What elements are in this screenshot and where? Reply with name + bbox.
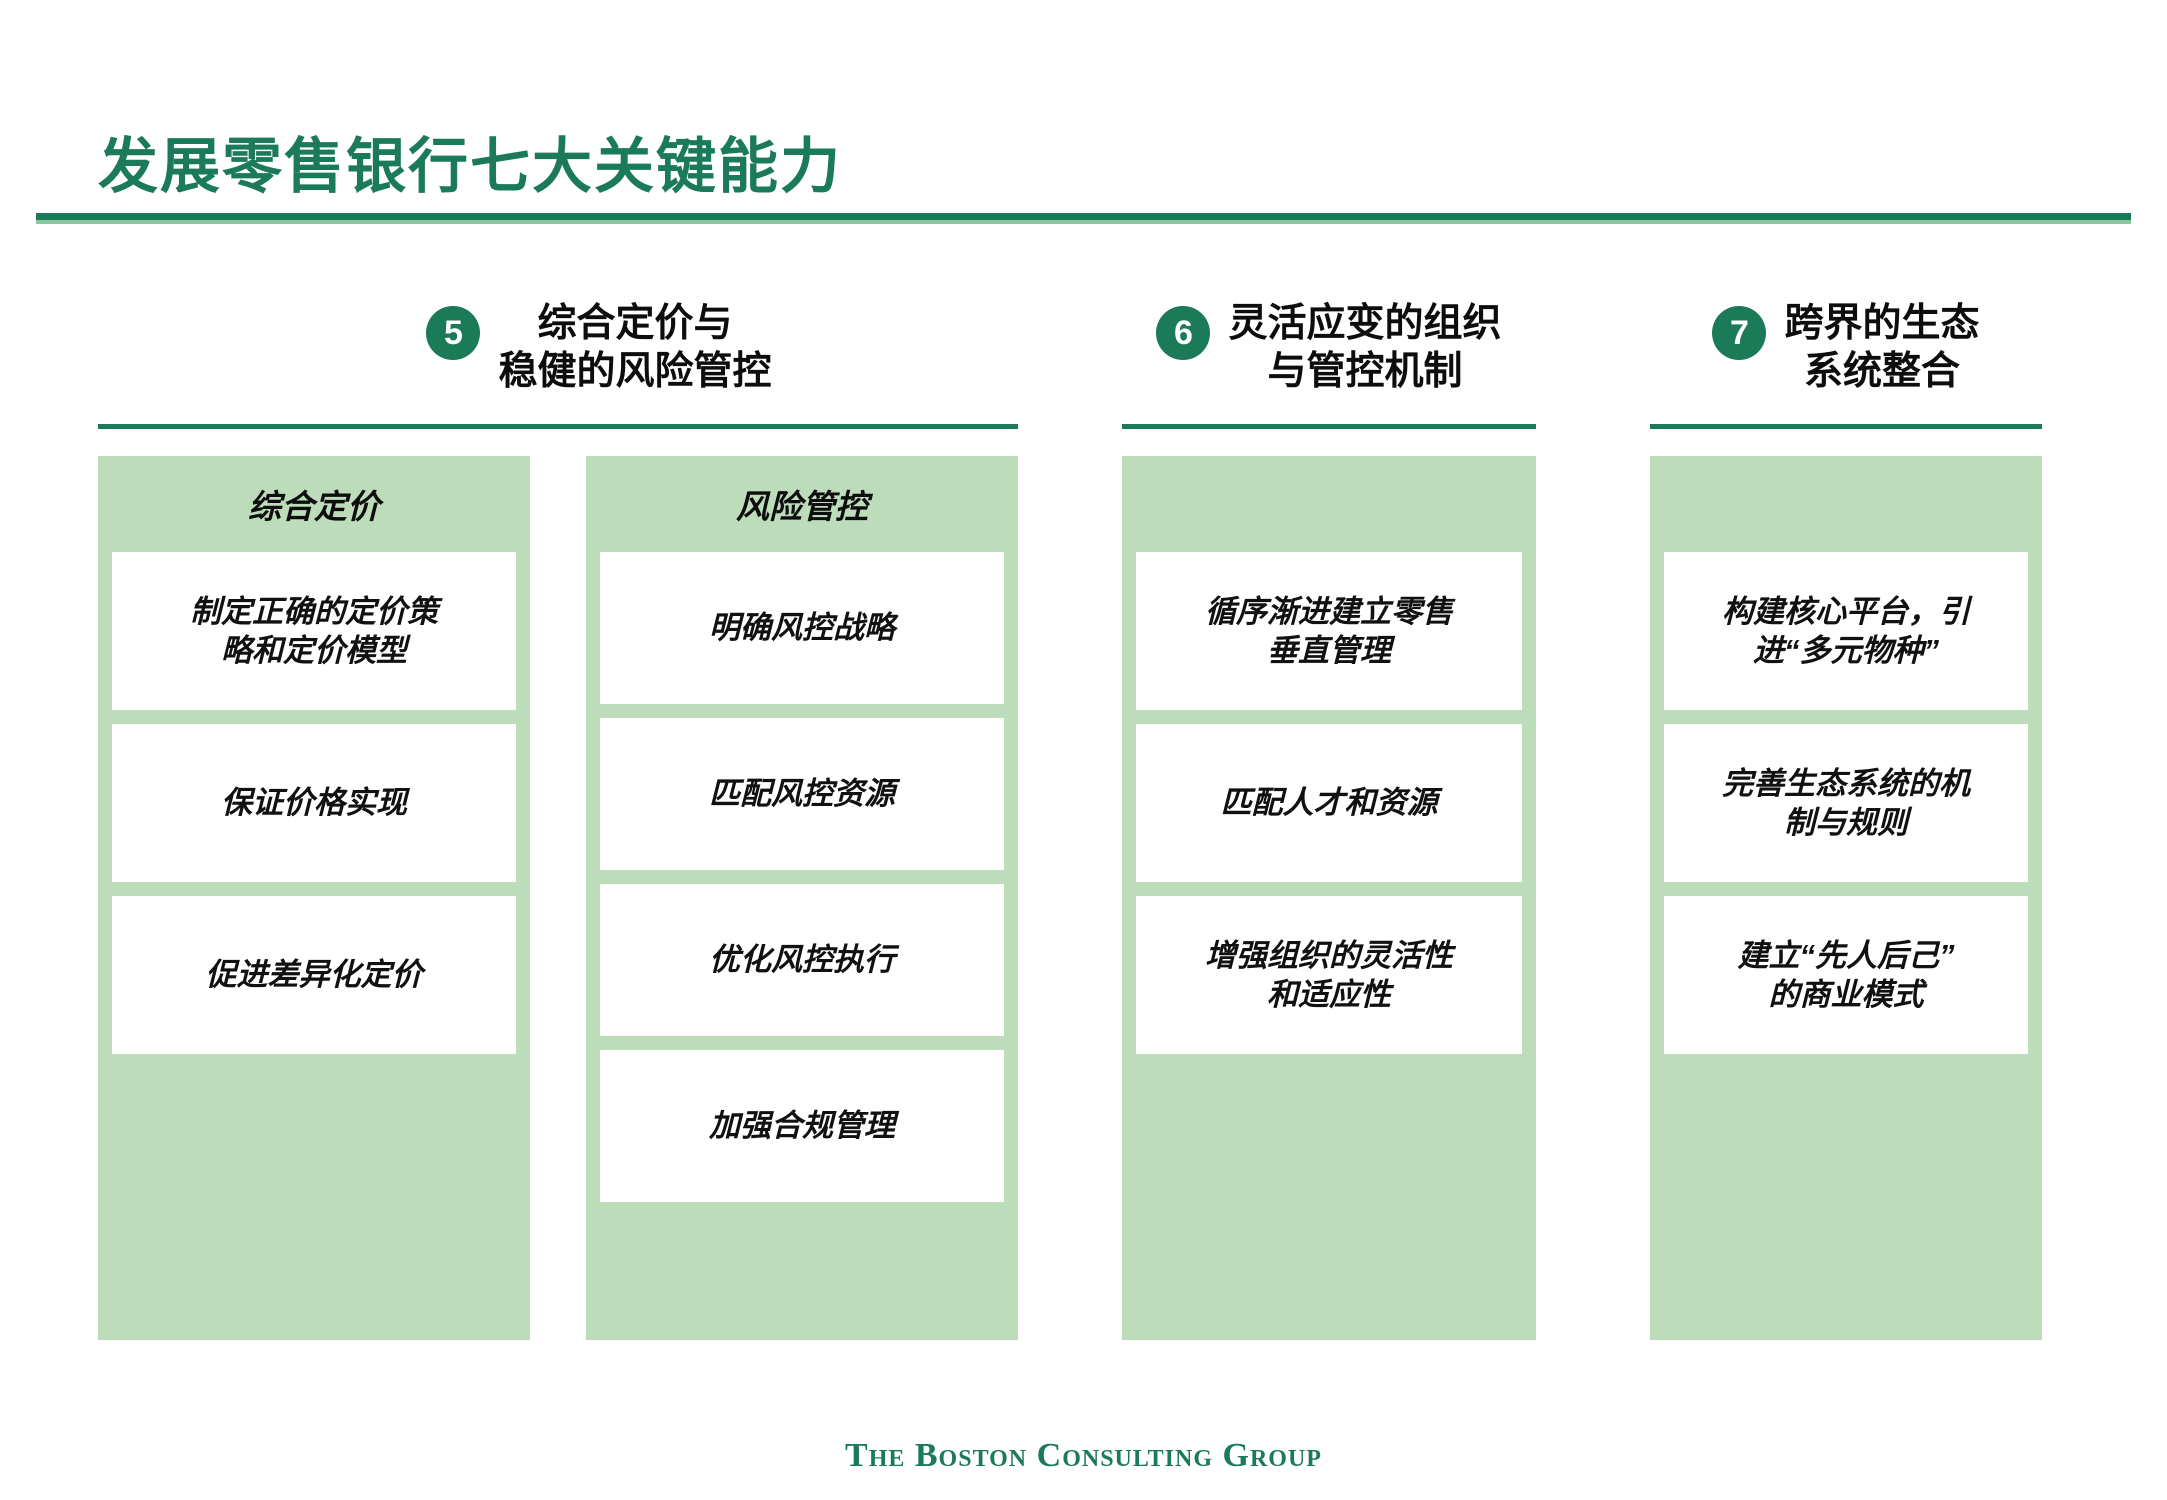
panel-comprehensive-pricing: 综合定价 制定正确的定价策 略和定价模型 保证价格实现 促进差异化定价 [98,456,530,1340]
panel-title-ecosystem-integration [1650,456,2042,552]
column-6-header: 6 灵活应变的组织 与管控机制 [1122,300,1536,410]
column-6: 6 灵活应变的组织 与管控机制 循序渐进建立零售 垂直管理 匹配人才和资源 增强… [1122,300,1536,1340]
list-item[interactable]: 明确风控战略 [600,552,1004,704]
list-item[interactable]: 加强合规管理 [600,1050,1004,1202]
column-6-panels: 循序渐进建立零售 垂直管理 匹配人才和资源 增强组织的灵活性 和适应性 [1122,456,1536,1340]
list-item[interactable]: 匹配人才和资源 [1136,724,1522,882]
title-divider [36,213,2131,220]
list-item[interactable]: 完善生态系统的机 制与规则 [1664,724,2028,882]
panel-title-risk-management: 风险管控 [736,488,868,525]
list-item[interactable]: 保证价格实现 [112,724,516,882]
title-divider-soft [36,220,2131,224]
column-5-panels: 综合定价 制定正确的定价策 略和定价模型 保证价格实现 促进差异化定价 风险管控… [98,456,1100,1340]
card-list-ecosystem-integration: 构建核心平台，引 进“多元物种” 完善生态系统的机 制与规则 建立“先人后己” … [1650,552,2042,1054]
list-item[interactable]: 制定正确的定价策 略和定价模型 [112,552,516,710]
column-5-heading: 综合定价与 稳健的风险管控 [498,302,772,393]
column-5-header: 5 综合定价与 稳健的风险管控 [98,300,1100,410]
column-5-number-badge: 5 [426,306,481,360]
column-7-header: 7 跨界的生态 系统整合 [1650,300,2042,410]
panel-risk-management: 风险管控 明确风控战略 匹配风控资源 优化风控执行 加强合规管理 [586,456,1018,1340]
column-7-panels: 构建核心平台，引 进“多元物种” 完善生态系统的机 制与规则 建立“先人后己” … [1650,456,2042,1340]
bcg-logo: The Boston Consulting Group [845,1437,1322,1474]
column-5: 5 综合定价与 稳健的风险管控 综合定价 制定正确的定价策 略和定价模型 保证价… [98,300,1100,1340]
column-6-number-badge: 6 [1156,306,1211,360]
list-item[interactable]: 增强组织的灵活性 和适应性 [1136,896,1522,1054]
panel-title-comprehensive-pricing: 综合定价 [248,488,380,525]
list-item[interactable]: 建立“先人后己” 的商业模式 [1664,896,2028,1054]
card-list-agile-organization: 循序渐进建立零售 垂直管理 匹配人才和资源 增强组织的灵活性 和适应性 [1122,552,1536,1054]
card-list-comprehensive-pricing: 制定正确的定价策 略和定价模型 保证价格实现 促进差异化定价 [98,552,530,1054]
column-7-number-badge: 7 [1712,306,1767,360]
list-item[interactable]: 促进差异化定价 [112,896,516,1054]
column-7-divider [1650,424,2042,429]
column-6-heading: 灵活应变的组织 与管控机制 [1228,302,1502,393]
list-item[interactable]: 优化风控执行 [600,884,1004,1036]
column-7-heading: 跨界的生态 系统整合 [1784,302,1980,393]
panel-title-agile-organization [1122,456,1536,552]
column-7: 7 跨界的生态 系统整合 构建核心平台，引 进“多元物种” 完善生态系统的机 制… [1650,300,2042,1340]
card-list-risk-management: 明确风控战略 匹配风控资源 优化风控执行 加强合规管理 [586,552,1018,1202]
column-5-divider [98,424,1018,429]
panel-agile-organization: 循序渐进建立零售 垂直管理 匹配人才和资源 增强组织的灵活性 和适应性 [1122,456,1536,1340]
list-item[interactable]: 匹配风控资源 [600,718,1004,870]
panel-ecosystem-integration: 构建核心平台，引 进“多元物种” 完善生态系统的机 制与规则 建立“先人后己” … [1650,456,2042,1340]
column-6-divider [1122,424,1536,429]
list-item[interactable]: 构建核心平台，引 进“多元物种” [1664,552,2028,710]
list-item[interactable]: 循序渐进建立零售 垂直管理 [1136,552,1522,710]
page-title: 发展零售银行七大关键能力 [98,133,842,200]
